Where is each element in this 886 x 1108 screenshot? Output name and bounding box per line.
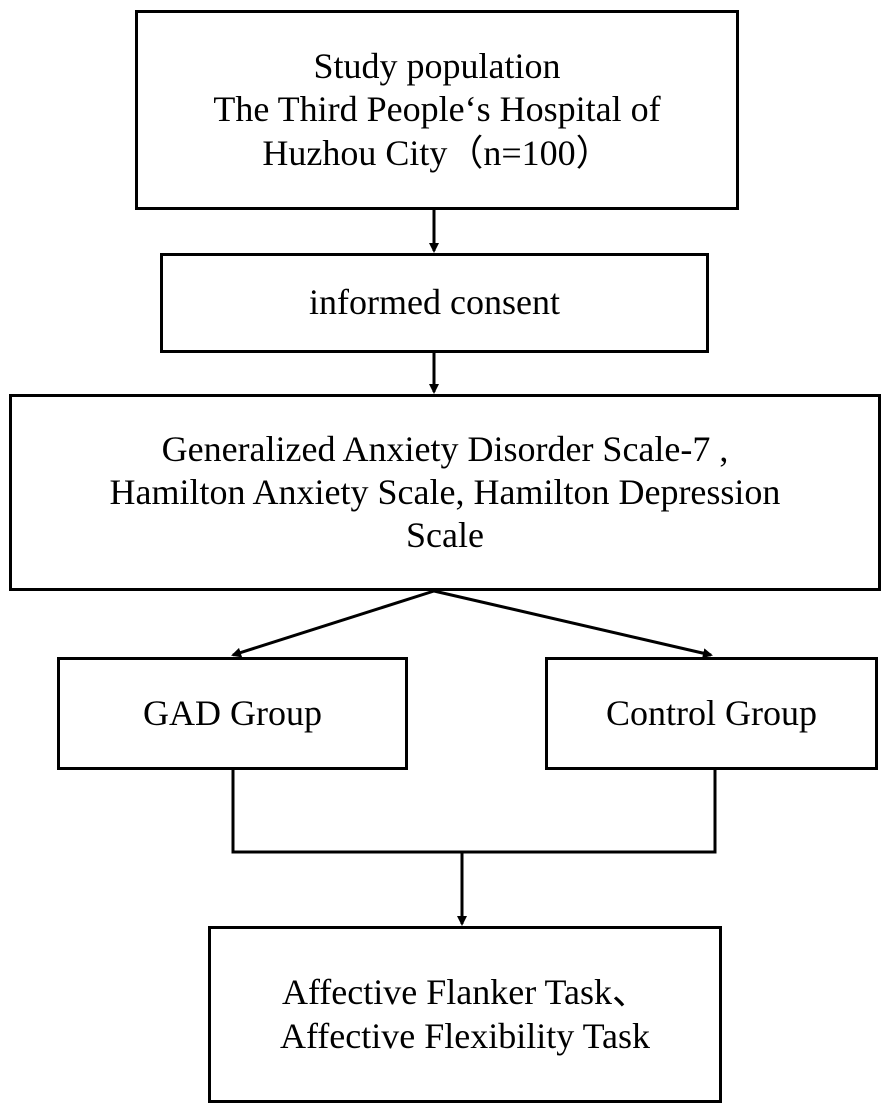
merge-bracket (231, 770, 717, 854)
scales-line-3: Scale (406, 515, 484, 556)
tasks-box: Affective Flanker Task、 Affective Flexib… (208, 926, 722, 1103)
study-population-line-2: The Third People‘s Hospital of (213, 89, 661, 130)
informed-consent-label: informed consent (309, 282, 560, 323)
gad-group-box: GAD Group (57, 657, 408, 770)
informed-consent-box: informed consent (160, 253, 709, 353)
scales-box: Generalized Anxiety Disorder Scale-7 , H… (9, 394, 881, 591)
study-population-line-1: Study population (313, 46, 561, 87)
study-population-line-3: Huzhou City（n=100） (262, 132, 612, 173)
tasks-line-1: Affective Flanker Task、 (281, 972, 649, 1013)
control-group-box: Control Group (545, 657, 878, 770)
scales-line-1: Generalized Anxiety Disorder Scale-7 , (161, 428, 729, 469)
arrow-scales-to-control (433, 589, 713, 659)
control-group-label: Control Group (606, 692, 817, 733)
study-population-box: Study population The Third People‘s Hosp… (135, 10, 739, 210)
gad-group-label: GAD Group (143, 692, 322, 733)
tasks-line-2: Affective Flexibility Task (279, 1015, 651, 1056)
scales-line-2: Hamilton Anxiety Scale, Hamilton Depress… (109, 471, 781, 512)
arrow-scales-to-gad (231, 589, 435, 658)
